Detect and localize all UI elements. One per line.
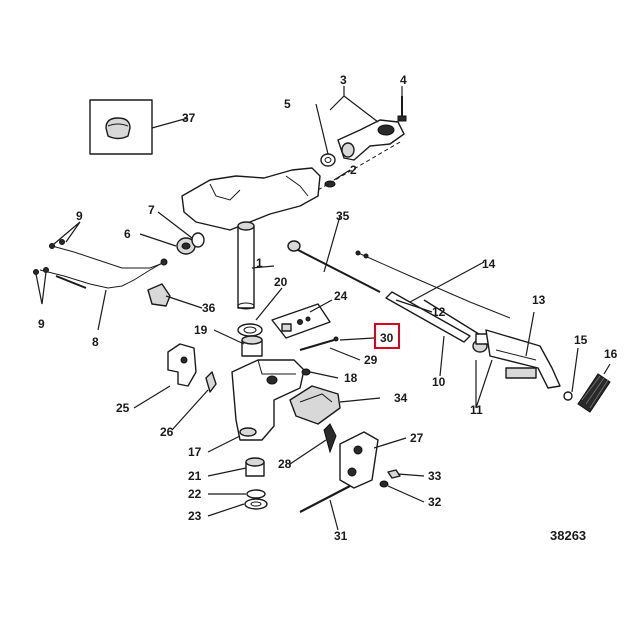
callout-19: 19 — [194, 323, 208, 337]
part-9-link-rods — [33, 239, 65, 275]
part-25-bracket — [167, 343, 197, 387]
callout-30: 30 — [380, 331, 394, 345]
part-16-grip — [577, 373, 611, 413]
callout-34: 34 — [394, 391, 408, 405]
part-17-housing — [231, 359, 305, 441]
callout-15: 15 — [574, 333, 588, 347]
callout-26: 26 — [160, 425, 174, 439]
part-1-steering-arm — [181, 167, 321, 310]
part-18-screw — [301, 368, 311, 376]
part-33-spring — [387, 469, 401, 479]
callout-18: 18 — [344, 371, 358, 385]
callout-13: 13 — [532, 293, 546, 307]
callout-9-upper: 9 — [76, 209, 83, 223]
part-4-screw — [397, 96, 407, 122]
part-14-cable — [355, 250, 511, 319]
part-2-pin — [324, 180, 336, 188]
callout-6: 6 — [124, 227, 131, 241]
part-7-washer — [191, 232, 205, 248]
callout-35: 35 — [336, 209, 350, 223]
callout-32: 32 — [428, 495, 442, 509]
part-30-pin — [299, 336, 339, 351]
callout-29: 29 — [364, 353, 378, 367]
part-26-clip — [205, 371, 217, 393]
part-21-bushing — [245, 457, 265, 477]
callout-14: 14 — [482, 257, 496, 271]
callout-1: 1 — [256, 256, 263, 270]
callout-33: 33 — [428, 469, 442, 483]
callout-28: 28 — [278, 457, 292, 471]
part-31-shaft — [299, 485, 351, 513]
callout-37: 37 — [182, 111, 196, 125]
callout-21: 21 — [188, 469, 202, 483]
drawing-number: 38263 — [550, 528, 586, 543]
assembly-line-top — [317, 141, 401, 191]
part-19-bushing — [241, 335, 263, 357]
callout-9-lower: 9 — [38, 317, 45, 331]
callout-25: 25 — [116, 401, 130, 415]
part-24-hardware — [271, 303, 331, 339]
callout-30-highlight-box — [374, 323, 400, 349]
callout-27: 27 — [410, 431, 424, 445]
callout-10: 10 — [432, 375, 446, 389]
callout-24: 24 — [334, 289, 348, 303]
part-28-lever — [323, 423, 337, 454]
part-34-cam — [289, 385, 341, 425]
callout-22: 22 — [188, 487, 202, 501]
callout-7: 7 — [148, 203, 155, 217]
part-37-inset — [89, 99, 153, 155]
part-10-rod — [423, 299, 483, 337]
part-36-bushing — [147, 283, 171, 307]
callout-labels: 1 2 3 4 5 6 7 8 9 9 10 11 12 13 14 15 16… — [38, 73, 618, 543]
part-5-washer — [320, 153, 336, 167]
callout-23: 23 — [188, 509, 202, 523]
callout-36: 36 — [202, 301, 216, 315]
part-15-washer — [563, 391, 573, 401]
callout-12: 12 — [432, 305, 446, 319]
callout-4: 4 — [400, 73, 407, 87]
part-27-bracket — [339, 431, 379, 489]
callout-31: 31 — [334, 529, 348, 543]
callout-5: 5 — [284, 97, 291, 111]
part-32-screw — [379, 480, 389, 488]
callout-8: 8 — [92, 335, 99, 349]
callout-20: 20 — [274, 275, 288, 289]
leader-lines — [35, 86, 611, 531]
callout-16: 16 — [604, 347, 618, 361]
callout-2: 2 — [350, 163, 357, 177]
part-20-washer — [237, 323, 263, 337]
part-13-handle-bracket — [485, 329, 561, 389]
callout-11: 11 — [470, 403, 483, 417]
part-35-rod — [287, 240, 381, 293]
part-3-bracket — [337, 119, 405, 161]
part-22-washer — [246, 489, 266, 499]
part-12-tube — [385, 291, 471, 343]
part-23-washer — [244, 498, 268, 510]
callout-17: 17 — [188, 445, 202, 459]
callout-3: 3 — [340, 73, 347, 87]
part-8-throttle-cable — [39, 245, 168, 289]
